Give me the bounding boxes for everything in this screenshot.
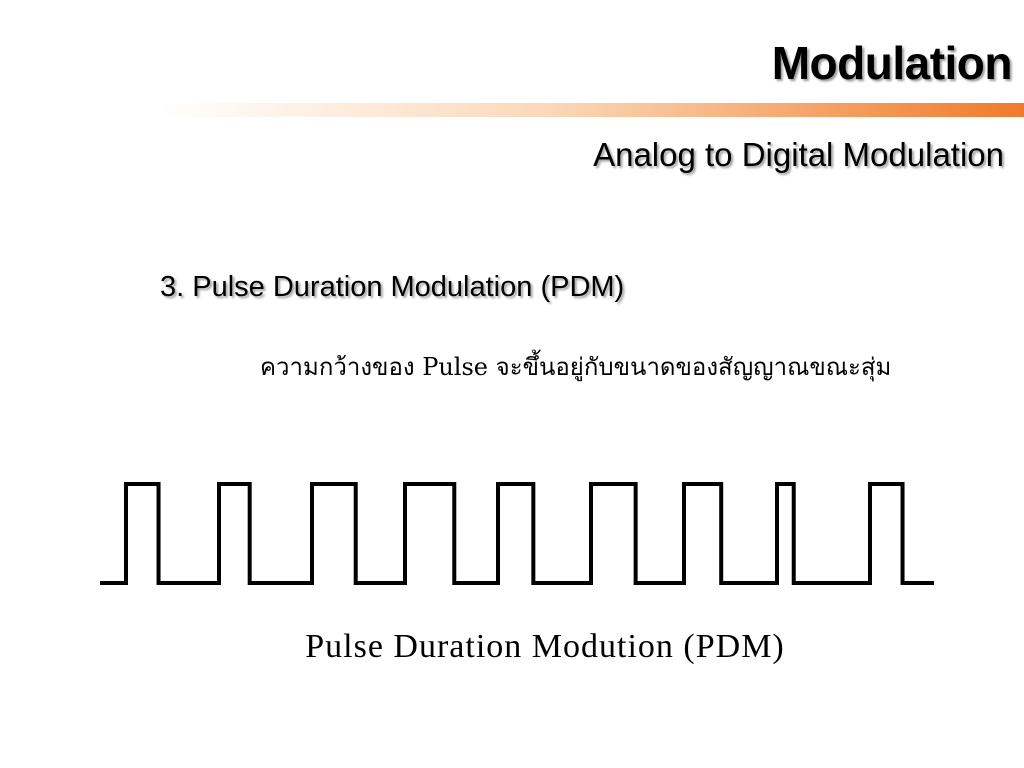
slide-title: Modulation	[771, 37, 1013, 89]
title-accent-bar	[160, 103, 1024, 117]
description-text: ความกว้างของ Pulse จะขึ้นอยู่กับขนาดของส…	[260, 353, 892, 381]
pdm-waveform	[100, 482, 934, 585]
section-heading: 3. Pulse Duration Modulation (PDM)	[160, 271, 625, 303]
waveform-caption: Pulse Duration Modution (PDM)	[305, 628, 785, 665]
pdm-waveform-line	[100, 482, 934, 585]
slide-subtitle: Analog to Digital Modulation	[593, 136, 1004, 173]
